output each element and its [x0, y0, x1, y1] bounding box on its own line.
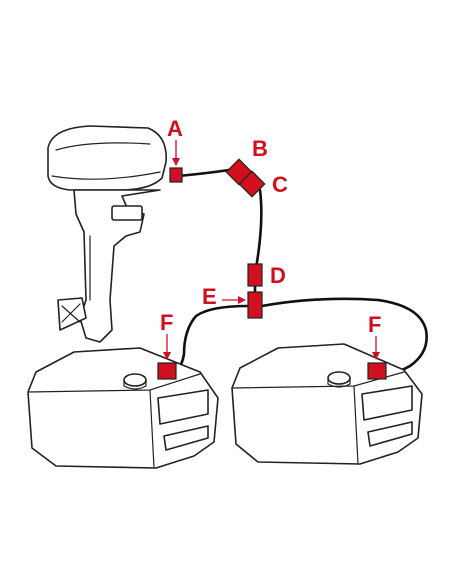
label-c: C: [272, 172, 288, 197]
tank-left-gauge: [157, 389, 209, 425]
arrow-f-left: [163, 334, 171, 360]
fuel-tank-right: [231, 343, 423, 465]
outboard-motor: [47, 125, 167, 343]
fuel-hose: [174, 166, 428, 374]
fittings: [157, 158, 387, 380]
tank-right-handle: [367, 421, 413, 447]
tank-left-handle: [163, 425, 209, 451]
tank-left-cap: [123, 373, 147, 387]
label-f-left: F: [160, 310, 173, 335]
label-e: E: [202, 284, 217, 309]
arrow-e: [222, 296, 246, 304]
arrow-f-right: [372, 336, 380, 360]
fuel-tank-left: [27, 347, 219, 469]
fitting-d: [247, 263, 263, 287]
fitting-f-left: [157, 362, 177, 380]
fitting-e: [247, 291, 263, 319]
label-d: D: [270, 263, 286, 288]
tank-right-cap: [327, 371, 351, 385]
tank-right-gauge: [361, 385, 413, 421]
motor-propeller: [57, 297, 87, 331]
arrows: [163, 140, 380, 360]
arrow-a: [172, 140, 180, 166]
fitting-c: [238, 170, 266, 198]
labels: A B C D E F F: [160, 116, 381, 337]
fitting-f-right: [367, 362, 387, 380]
fitting-a: [169, 167, 183, 183]
motor-cowling: [47, 125, 167, 191]
label-b: B: [252, 136, 268, 161]
label-f-right: F: [368, 312, 381, 337]
label-a: A: [167, 116, 183, 141]
